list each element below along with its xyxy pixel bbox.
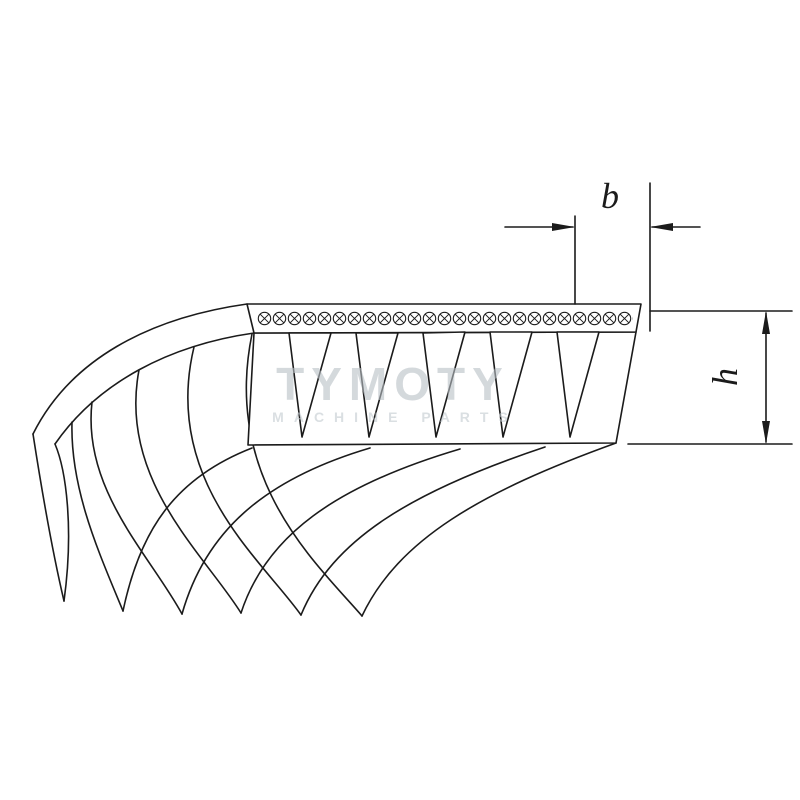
watermark: TYMOTY MACHINE PARTS	[272, 358, 518, 425]
groove	[422, 331, 466, 438]
h-arrowhead-down-pointing	[762, 421, 770, 444]
watermark-title: TYMOTY	[276, 358, 510, 410]
rib-curve	[187, 346, 302, 616]
dimension-h: h	[627, 310, 793, 445]
rib-curve	[90, 401, 183, 615]
rib-curve	[300, 446, 546, 616]
b-arrowhead-right-pointing	[552, 223, 575, 231]
groove	[355, 332, 399, 438]
watermark-subtitle: MACHINE PARTS	[272, 409, 518, 425]
rib-curve	[134, 369, 242, 614]
rib-curve	[181, 447, 371, 615]
h-dimension-label: h	[705, 368, 745, 386]
groove	[288, 332, 332, 438]
groove	[556, 331, 600, 438]
belt-curved-section	[32, 303, 617, 617]
rib-curve	[54, 443, 70, 602]
rib-curve	[361, 442, 617, 617]
rib-curve	[32, 433, 65, 602]
h-arrowhead-up-pointing	[762, 311, 770, 334]
rib-curve	[122, 447, 253, 612]
belt-top-band	[246, 303, 642, 334]
belt-inner-arc	[54, 332, 255, 445]
rib-curve	[71, 421, 124, 612]
b-arrowhead-left-pointing	[650, 223, 673, 231]
rib-curve	[245, 333, 363, 617]
b-dimension-label: b	[601, 176, 619, 216]
belt-grooves	[288, 331, 600, 438]
rib-curve	[240, 448, 461, 614]
cord-layer	[257, 308, 633, 329]
belt-outer-arc	[32, 303, 248, 435]
dimension-b: b	[504, 176, 701, 332]
groove	[489, 331, 533, 438]
